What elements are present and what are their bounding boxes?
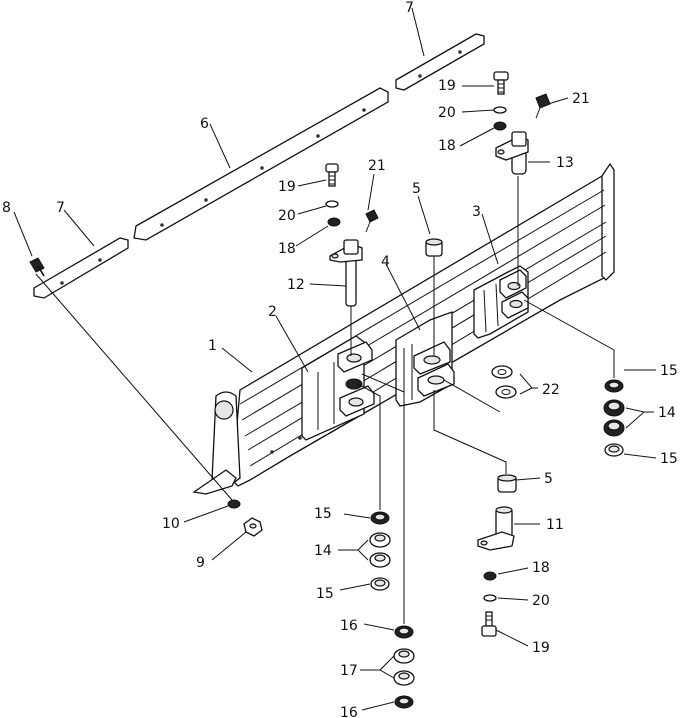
callout-10: 10 <box>162 516 180 532</box>
bracket-3 <box>473 265 529 339</box>
washer-20-right <box>493 106 507 114</box>
callout-16-bottom: 16 <box>340 705 358 718</box>
blade-right-end-plate <box>601 162 615 281</box>
lockwasher-18-lower <box>483 571 497 581</box>
bolt-19-lower <box>481 611 497 637</box>
callout-15-right-top: 15 <box>660 363 678 379</box>
lockwasher-18-left <box>327 217 341 227</box>
washer-20-lower <box>483 594 497 602</box>
callout-5-top: 5 <box>412 181 421 197</box>
bolt-8 <box>29 257 45 277</box>
callout-13: 13 <box>556 155 574 171</box>
callout-16-top: 16 <box>340 618 358 634</box>
callout-9: 9 <box>196 555 205 571</box>
bracket-4 <box>395 311 455 407</box>
callout-22: 22 <box>542 382 560 398</box>
callout-21-left: 21 <box>368 158 386 174</box>
callout-12: 12 <box>287 277 305 293</box>
callout-20-top: 20 <box>438 105 456 121</box>
callout-7-top: 7 <box>405 0 414 16</box>
assembly-lines <box>35 176 615 624</box>
callout-1: 1 <box>208 338 217 354</box>
callout-19-top: 19 <box>438 78 456 94</box>
left-end-plate-hole <box>214 400 234 420</box>
callout-8: 8 <box>2 200 11 216</box>
end-bit-7-right <box>395 33 485 91</box>
callout-20-mid: 20 <box>278 208 296 224</box>
callout-18-bottom: 18 <box>532 560 550 576</box>
leader-lines <box>13 7 657 711</box>
callout-15-center-bottom: 15 <box>316 586 334 602</box>
callout-20-bottom: 20 <box>532 593 550 609</box>
callout-19-mid: 19 <box>278 179 296 195</box>
pin-11 <box>477 506 515 551</box>
callout-19-bottom: 19 <box>532 640 550 656</box>
bolt-19-left <box>325 163 339 187</box>
bracket-2 <box>301 335 375 441</box>
lockwasher-18-right <box>493 121 507 131</box>
callout-3: 3 <box>472 204 481 220</box>
callout-17: 17 <box>340 663 358 679</box>
pin-12 <box>329 239 363 307</box>
blade-corner-tip <box>192 469 237 495</box>
callout-14-center: 14 <box>314 543 332 559</box>
callout-18-mid: 18 <box>278 241 296 257</box>
callout-2: 2 <box>268 304 277 320</box>
washer-20-left <box>325 200 339 208</box>
pin-13 <box>495 131 529 175</box>
center-bearing-stack <box>369 511 391 591</box>
right-bearing-stack <box>603 379 625 457</box>
grease-fitting-21-left <box>365 209 379 223</box>
cutting-edge-6 <box>133 87 389 241</box>
washer-10 <box>227 499 241 509</box>
callout-14-right: 14 <box>658 405 676 421</box>
callout-7-left: 7 <box>56 200 65 216</box>
grease-fitting-21-right <box>535 93 551 109</box>
bushing-5-top <box>425 238 443 257</box>
callout-15-right-bottom: 15 <box>660 451 678 467</box>
callout-5-bottom: 5 <box>544 471 553 487</box>
bolt-19-right <box>493 71 509 95</box>
callout-11: 11 <box>546 517 564 533</box>
end-bit-7-left <box>33 237 129 299</box>
callout-15-center-top: 15 <box>314 506 332 522</box>
callout-6: 6 <box>200 116 209 132</box>
bushing-in-bracket <box>345 378 363 390</box>
bushing-5-bottom <box>497 474 517 493</box>
shim-22-bottom <box>495 385 517 399</box>
callout-18-top: 18 <box>438 138 456 154</box>
shim-22-top <box>491 365 513 379</box>
callout-4: 4 <box>381 254 390 270</box>
lower-bearing-stack <box>393 625 415 709</box>
callout-21-right: 21 <box>572 91 590 107</box>
